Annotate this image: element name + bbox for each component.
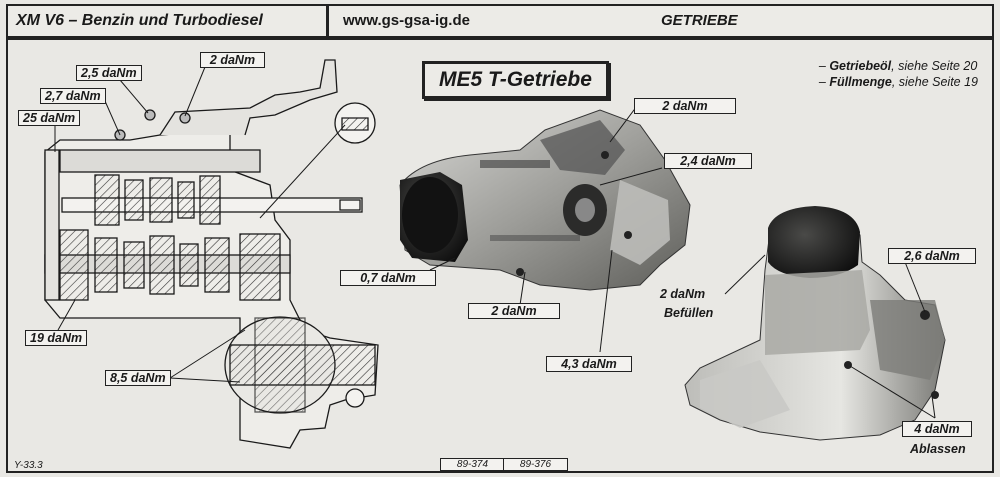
website-url[interactable]: www.gs-gsa-ig.de [343,12,470,29]
figure-ref: 89-374 [440,458,505,471]
torque-label: 2,7 daNm [40,88,106,104]
torque-label: 2 daNm [660,287,706,301]
page-header: XM V6 – Benzin und Turbodiesel www.gs-gs… [6,4,994,38]
gearbox-photo-right [684,206,946,441]
torque-label: 2,4 daNm [664,153,752,169]
content-frame [6,38,994,473]
torque-label: 2,6 daNm [888,248,976,264]
torque-label: 2 daNm [634,98,736,114]
gearbox-photo-main [399,109,691,291]
torque-label: 2 daNm [200,52,265,68]
note-fill-quantity: – Füllmenge, siehe Seite 19 [818,75,978,89]
drain-caption: Ablassen [910,442,966,456]
diagram-title: ME5 T-Getriebe [422,61,609,99]
torque-label: 4 daNm [902,421,972,437]
sectional-drawing [44,59,379,449]
torque-label: 0,7 daNm [340,270,436,286]
torque-label: 4,3 daNm [546,356,632,372]
figure-ref: 89-376 [503,458,568,471]
note-oil: – Getriebeöl, siehe Seite 20 [818,59,978,73]
header-right: www.gs-gsa-ig.de GETRIEBE [329,6,992,36]
torque-label: 25 daNm [18,110,81,126]
torque-label: 2,5 daNm [76,65,142,81]
notes-block: – Getriebeöl, siehe Seite 20 – Füllmenge… [819,58,978,90]
model-title: XM V6 – Benzin und Turbodiesel [8,6,329,36]
fill-caption: Befüllen [664,306,714,320]
torque-label: 2 daNm [468,303,560,319]
torque-label: 19 daNm [25,330,88,346]
figure-ref: Y-33.3 [14,460,43,471]
torque-label: 8,5 daNm [105,370,171,386]
section-title: GETRIEBE [661,12,738,29]
